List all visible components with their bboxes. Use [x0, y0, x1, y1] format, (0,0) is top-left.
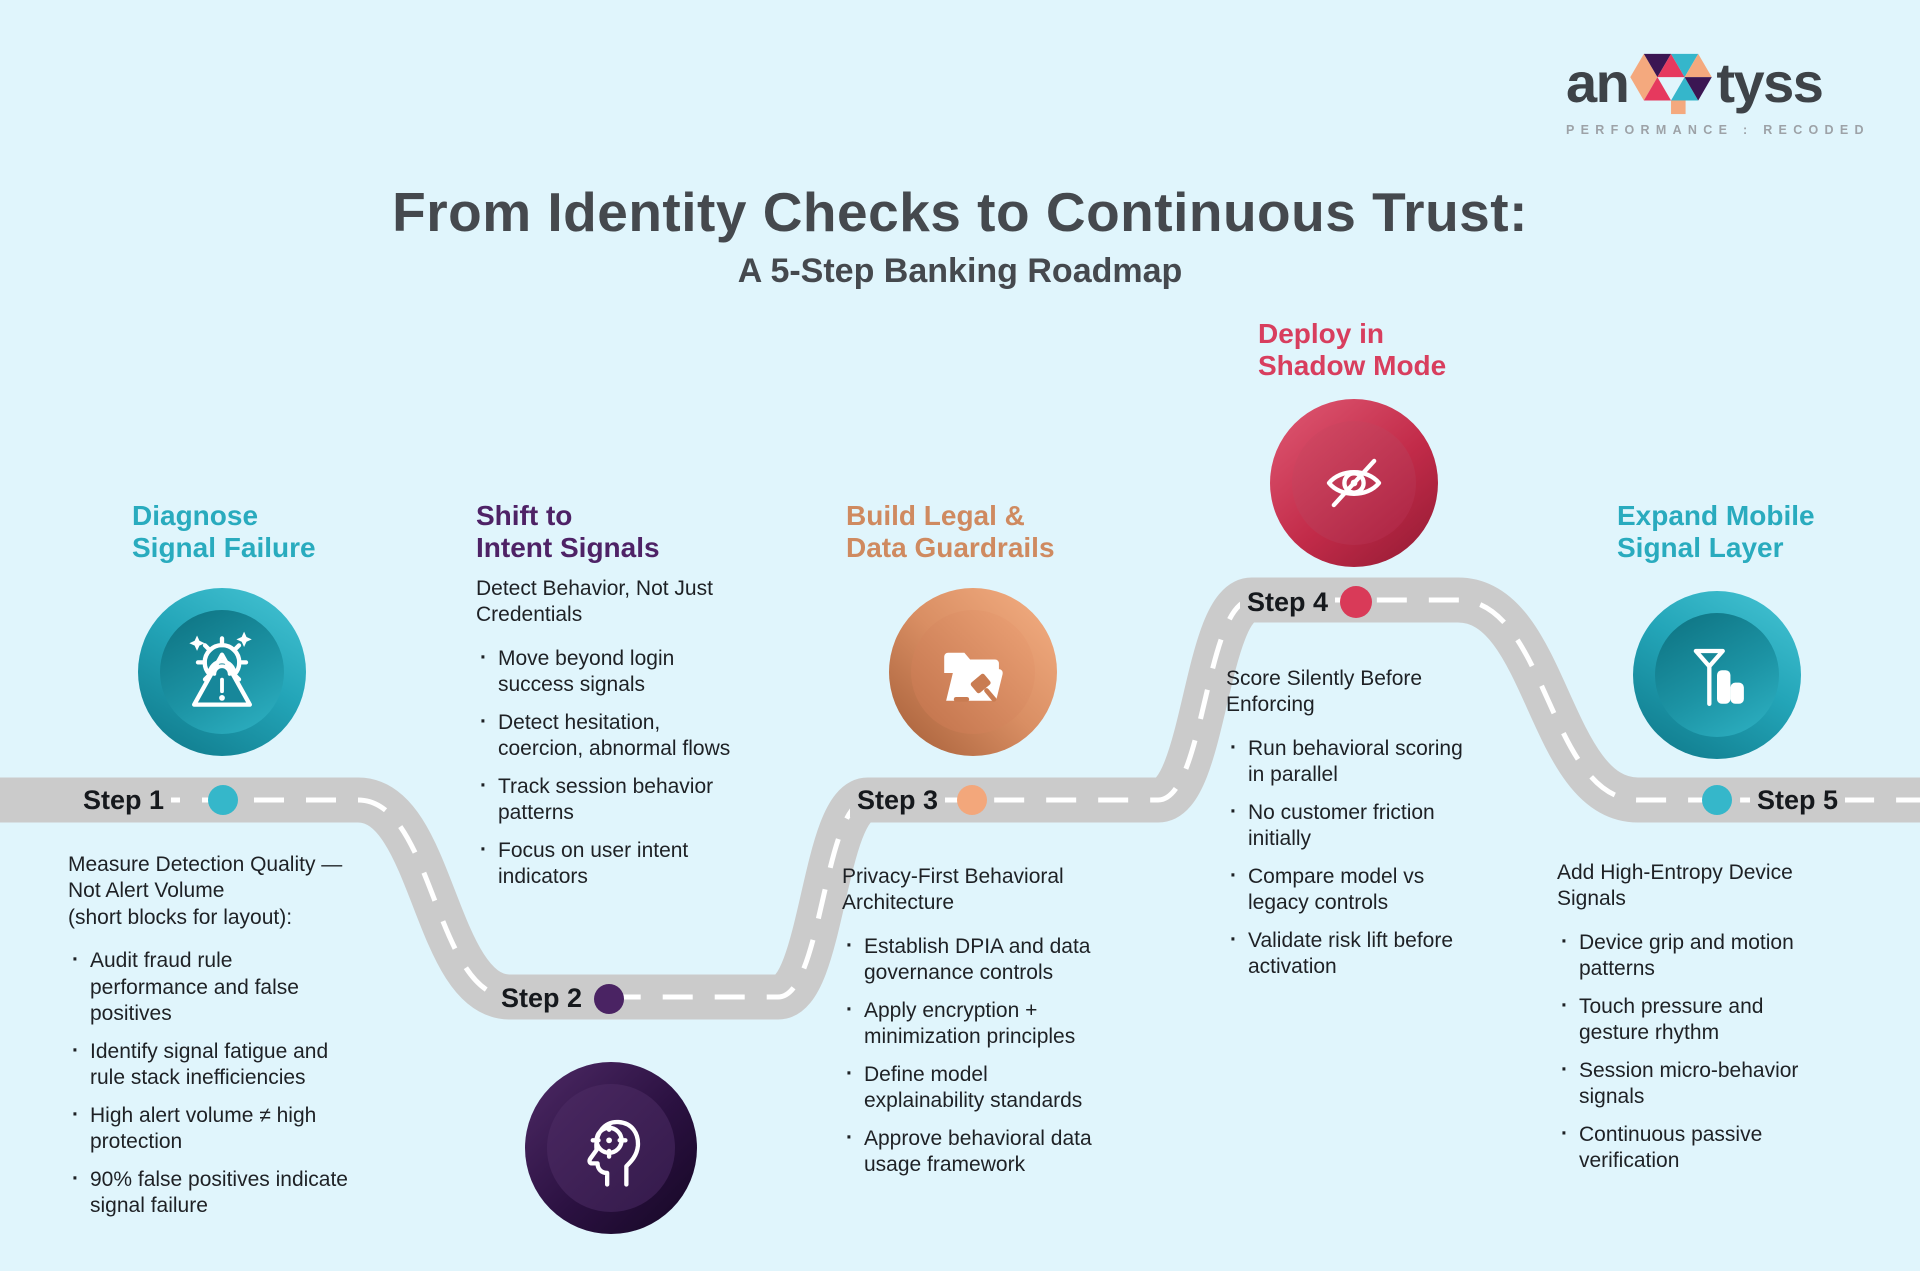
step-1-intro: Measure Detection Quality — Not Alert Vo… — [68, 853, 343, 929]
step-4-label: Step 4 — [1240, 586, 1336, 619]
step-1-body: Measure Detection Quality — Not Alert Vo… — [68, 852, 408, 1230]
step-2-label: Step 2 — [494, 982, 590, 1015]
step-5-heading: Expand Mobile Signal Layer — [1617, 500, 1815, 563]
brand-logo-text-left: an — [1566, 51, 1630, 114]
step-1-label: Step 1 — [76, 784, 172, 817]
step-5-label: Step 5 — [1750, 784, 1846, 817]
step-5-icon-circle — [1633, 591, 1801, 759]
step-1-bullet-list: Audit fraud rule performance and false p… — [68, 947, 408, 1220]
step-5-body: Add High-Entropy Device Signals Device g… — [1557, 860, 1897, 1186]
head-target-icon — [587, 1119, 641, 1187]
step-1-icon-circle — [138, 588, 306, 756]
bullet-item: Audit fraud rule performance and false p… — [68, 947, 408, 1027]
bullet-item: Identify signal fatigue and rule stack i… — [68, 1038, 408, 1092]
step-3-body: Privacy-First Behavioral Architecture Es… — [842, 864, 1182, 1190]
road-center-dashes — [150, 597, 1920, 1000]
bullet-item: Detect hesitation, coercion, abnormal fl… — [476, 709, 796, 763]
step-5-intro: Add High-Entropy Device Signals — [1557, 861, 1793, 911]
bullet-item: Track session behavior patterns — [476, 773, 796, 827]
step-3-icon-circle — [889, 588, 1057, 756]
step-2-intro: Detect Behavior, Not Just Credentials — [476, 577, 713, 627]
hidden-eye-icon — [1326, 458, 1382, 508]
bullet-item: Define model explainability standards — [842, 1061, 1182, 1115]
step-4-bullet-list: Run behavioral scoring in parallel No cu… — [1226, 735, 1556, 981]
bullet-item: Run behavioral scoring in parallel — [1226, 735, 1556, 789]
bullet-item: Approve behavioral data usage framework — [842, 1125, 1182, 1179]
step-3-bullet-list: Establish DPIA and data governance contr… — [842, 933, 1182, 1179]
step-2-body: Detect Behavior, Not Just Credentials Mo… — [476, 576, 796, 902]
gear-warning-icon — [189, 631, 252, 707]
step-4-intro: Score Silently Before Enforcing — [1226, 667, 1423, 717]
bullet-item: Validate risk lift before activation — [1226, 927, 1556, 981]
bullet-item: Focus on user intent indicators — [476, 837, 796, 891]
step-2-heading: Shift to Intent Signals — [476, 500, 660, 563]
bullet-item: Continuous passive verification — [1557, 1121, 1897, 1175]
step-5-bullet-list: Device grip and motion patterns Touch pr… — [1557, 929, 1897, 1175]
step-4-heading: Deploy in Shadow Mode — [1258, 318, 1447, 381]
bullet-item: Device grip and motion patterns — [1557, 929, 1897, 983]
step-1-road-dot — [208, 785, 238, 815]
brand-logo-text-right: tyss — [1716, 51, 1824, 114]
step-3-label: Step 3 — [850, 784, 946, 817]
step-3-intro: Privacy-First Behavioral Architecture — [842, 865, 1064, 915]
brand-logo: an tyss PERFORMANCE : RECODED — [1566, 50, 1866, 137]
bullet-item: No customer friction initially — [1226, 799, 1556, 853]
step-2-icon-inner-disc — [547, 1084, 675, 1212]
step-2-bullet-list: Move beyond login success signals Detect… — [476, 645, 796, 891]
bullet-item: Session micro-behavior signals — [1557, 1057, 1897, 1111]
bullet-item: Apply encryption + minimization principl… — [842, 997, 1182, 1051]
step-2-icon-circle — [525, 1062, 697, 1234]
brand-logo-triangles-icon — [1630, 53, 1713, 115]
bullet-item: High alert volume ≠ high protection — [68, 1102, 408, 1156]
antenna-signal-icon — [1693, 648, 1744, 706]
step-4-road-dot — [1340, 586, 1372, 618]
step-3-heading: Build Legal & Data Guardrails — [846, 500, 1055, 563]
bullet-item: 90% false positives indicate signal fail… — [68, 1166, 408, 1220]
step-1-heading: Diagnose Signal Failure — [132, 500, 316, 563]
brand-tagline: PERFORMANCE : RECODED — [1566, 123, 1870, 137]
folder-gavel-icon — [944, 652, 1003, 702]
brand-logo-row: an tyss — [1566, 50, 1866, 116]
step-4-icon-circle — [1270, 399, 1438, 567]
page-title: From Identity Checks to Continuous Trust… — [392, 181, 1528, 243]
bullet-item: Touch pressure and gesture rhythm — [1557, 993, 1897, 1047]
step-4-body: Score Silently Before Enforcing Run beha… — [1226, 666, 1556, 992]
step-5-road-dot — [1702, 785, 1732, 815]
step-3-road-dot — [957, 785, 987, 815]
step-2-road-dot — [594, 984, 624, 1014]
bullet-item: Compare model vs legacy controls — [1226, 863, 1556, 917]
bullet-item: Establish DPIA and data governance contr… — [842, 933, 1182, 987]
bullet-item: Move beyond login success signals — [476, 645, 796, 699]
page-subtitle: A 5-Step Banking Roadmap — [737, 252, 1183, 290]
